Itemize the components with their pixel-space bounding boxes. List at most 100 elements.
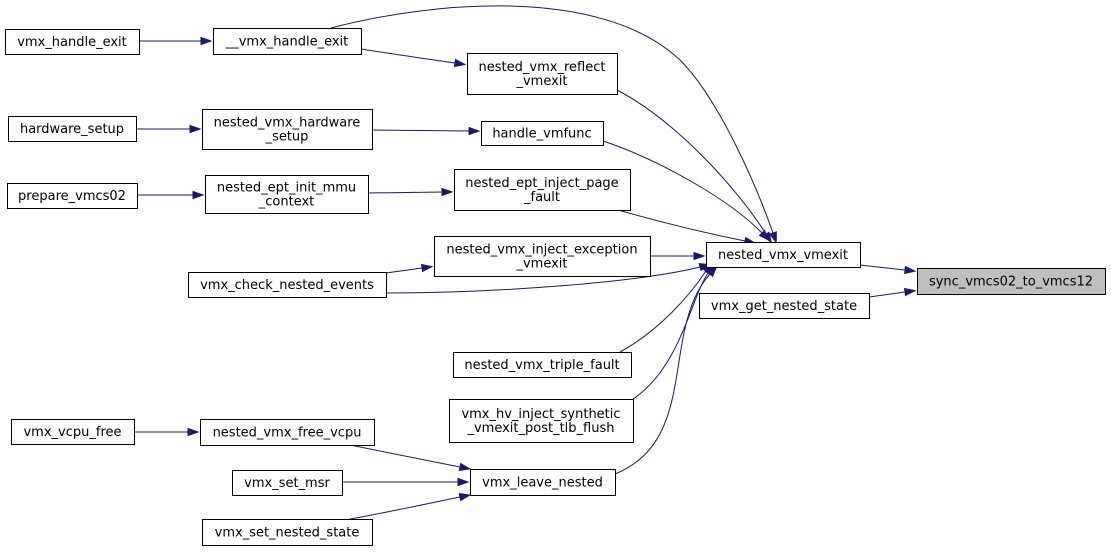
node-hardware_setup[interactable]: hardware_setup [8, 116, 137, 142]
node-label: vmx_check_nested_events [200, 278, 374, 293]
node-box [454, 169, 631, 211]
node-vmx_check_nested_events[interactable]: vmx_check_nested_events [188, 272, 387, 298]
edge-line [859, 264, 906, 271]
edge-arrowhead [904, 265, 917, 275]
node-box [7, 183, 138, 209]
node-label: _vmexit_post_tlb_flush [466, 421, 614, 436]
node-box [202, 109, 373, 150]
node-label: handle_vmfunc [492, 127, 591, 142]
node-nested_vmx_free_vcpu[interactable]: nested_vmx_free_vcpu [200, 419, 375, 446]
node-vmx_set_msr[interactable]: vmx_set_msr [232, 470, 343, 496]
node-box [917, 268, 1106, 295]
node-label: nested_vmx_inject_exception [446, 243, 637, 258]
edge-vmx_handle_exit-to-__vmx_handle_exit [139, 36, 213, 46]
edge-arrowhead [458, 462, 472, 472]
edge-arrowhead [468, 126, 481, 136]
node-vmx_handle_exit[interactable]: vmx_handle_exit [5, 29, 140, 55]
node-label: prepare_vmcs02 [18, 189, 126, 204]
edge-vmx_hv_inject_synthetic_vmexit_post_tlb_flush-to-nested_vmx_vmexit [629, 263, 715, 402]
node-label: hardware_setup [20, 122, 124, 137]
edge-line [349, 496, 461, 520]
edge-arrowhead [458, 492, 472, 502]
edge-arrowhead [768, 231, 777, 244]
edge-arrowhead [903, 287, 917, 297]
node-nested_vmx_vmexit[interactable]: nested_vmx_vmexit [706, 242, 861, 268]
node-box [213, 28, 362, 55]
edge-arrowhead [420, 263, 434, 273]
edge-line [385, 267, 423, 274]
edge-line [371, 129, 470, 132]
edge-nested_vmx_vmexit-to-sync_vmcs02_to_vmcs12 [859, 264, 917, 275]
node-nested_ept_inject_page_fault[interactable]: nested_ept_inject_page_fault [454, 169, 631, 211]
node-sync_vmcs02_to_vmcs12: sync_vmcs02_to_vmcs12 [917, 268, 1106, 295]
edge-line [330, 5, 774, 234]
node-vmx_leave_nested[interactable]: vmx_leave_nested [470, 469, 616, 496]
node-box [8, 116, 137, 142]
edge-line [360, 48, 456, 64]
node-nested_ept_init_mmu_context[interactable]: nested_ept_init_mmu_context [205, 175, 369, 214]
nodes-layer: vmx_handle_exit __vmx_handle_exit nested_v… [5, 28, 1106, 546]
node-prepare_vmcs02[interactable]: prepare_vmcs02 [7, 183, 138, 209]
edge-vmx_set_nested_state-to-vmx_leave_nested [349, 492, 472, 520]
node-label: nested_vmx_hardware [214, 116, 361, 131]
node-box [470, 469, 616, 496]
edge-prepare_vmcs02-to-nested_ept_init_mmu_context [137, 190, 205, 200]
node-label: nested_vmx_free_vcpu [213, 426, 362, 441]
node-handle_vmfunc[interactable]: handle_vmfunc [481, 121, 604, 146]
node-vmx_get_nested_state[interactable]: vmx_get_nested_state [699, 293, 870, 319]
edge-line [614, 273, 711, 475]
node-label: vmx_set_msr [244, 476, 330, 491]
edge-line [619, 270, 707, 353]
node-nested_vmx_inject_exception_vmexit[interactable]: nested_vmx_inject_exception_vmexit [434, 236, 651, 277]
edge-arrowhead [706, 265, 718, 278]
node-label: nested_vmx_reflect [479, 60, 606, 75]
node-vmx_hv_inject_synthetic_vmexit_post_tlb_flush[interactable]: vmx_hv_inject_synthetic_vmexit_post_tlb_… [449, 399, 634, 443]
edge-arrowhead [457, 477, 470, 487]
edge-vmx_leave_nested-to-nested_vmx_vmexit [614, 265, 718, 475]
edge-arrowhead [441, 187, 454, 197]
node-vmx_set_nested_state[interactable]: vmx_set_nested_state [202, 519, 373, 546]
node-label: sync_vmcs02_to_vmcs12 [929, 275, 1093, 290]
node-label: nested_vmx_triple_fault [464, 358, 619, 373]
edge-line [349, 444, 461, 468]
node-label: vmx_leave_nested [482, 476, 603, 491]
node-box [232, 470, 343, 496]
node-box [11, 419, 135, 445]
node-box [434, 236, 651, 277]
node-nested_vmx_hardware_setup[interactable]: nested_vmx_hardware_setup [202, 109, 373, 150]
edge-arrowhead [453, 58, 467, 68]
node-box [699, 293, 870, 319]
node-label: _setup [265, 130, 309, 145]
node-label: _vmexit [515, 74, 567, 89]
node-label: _context [258, 195, 315, 210]
edge-line [616, 89, 767, 235]
node-nested_vmx_reflect_vmexit[interactable]: nested_vmx_reflect_vmexit [467, 53, 618, 95]
node-label: nested_vmx_vmexit [718, 248, 848, 263]
node-label: __vmx_handle_exit [225, 35, 349, 50]
edge-line [385, 266, 701, 294]
edge-arrowhead [693, 251, 706, 261]
node-label: vmx_handle_exit [17, 35, 127, 50]
node-nested_vmx_triple_fault[interactable]: nested_vmx_triple_fault [453, 352, 632, 378]
edge-vmx_check_nested_events-to-nested_vmx_inject_exception_vmexit [385, 263, 434, 274]
node-box [453, 352, 632, 378]
edge-handle_vmfunc-to-nested_vmx_vmexit [602, 140, 771, 242]
edge-line [629, 272, 709, 402]
edge-arrowhead [192, 190, 205, 200]
edge-nested_ept_init_mmu_context-to-nested_ept_inject_page_fault [367, 187, 454, 197]
node-box [205, 175, 369, 214]
node-label: nested_ept_inject_page [465, 176, 618, 191]
node-box [706, 242, 861, 268]
edge-line [602, 140, 763, 234]
node-label: _fault [523, 190, 560, 205]
edge-nested_vmx_inject_exception_vmexit-to-nested_vmx_vmexit [650, 251, 706, 261]
edge-hardware_setup-to-nested_vmx_hardware_setup [136, 124, 202, 134]
edge-line [367, 191, 443, 194]
edge-vmx_vcpu_free-to-nested_vmx_free_vcpu [134, 427, 200, 437]
node-label: nested_ept_init_mmu [217, 181, 356, 196]
node-box [449, 399, 634, 443]
node-__vmx_handle_exit[interactable]: __vmx_handle_exit [213, 28, 362, 55]
node-box [200, 419, 375, 446]
node-vmx_vcpu_free[interactable]: vmx_vcpu_free [11, 419, 135, 445]
